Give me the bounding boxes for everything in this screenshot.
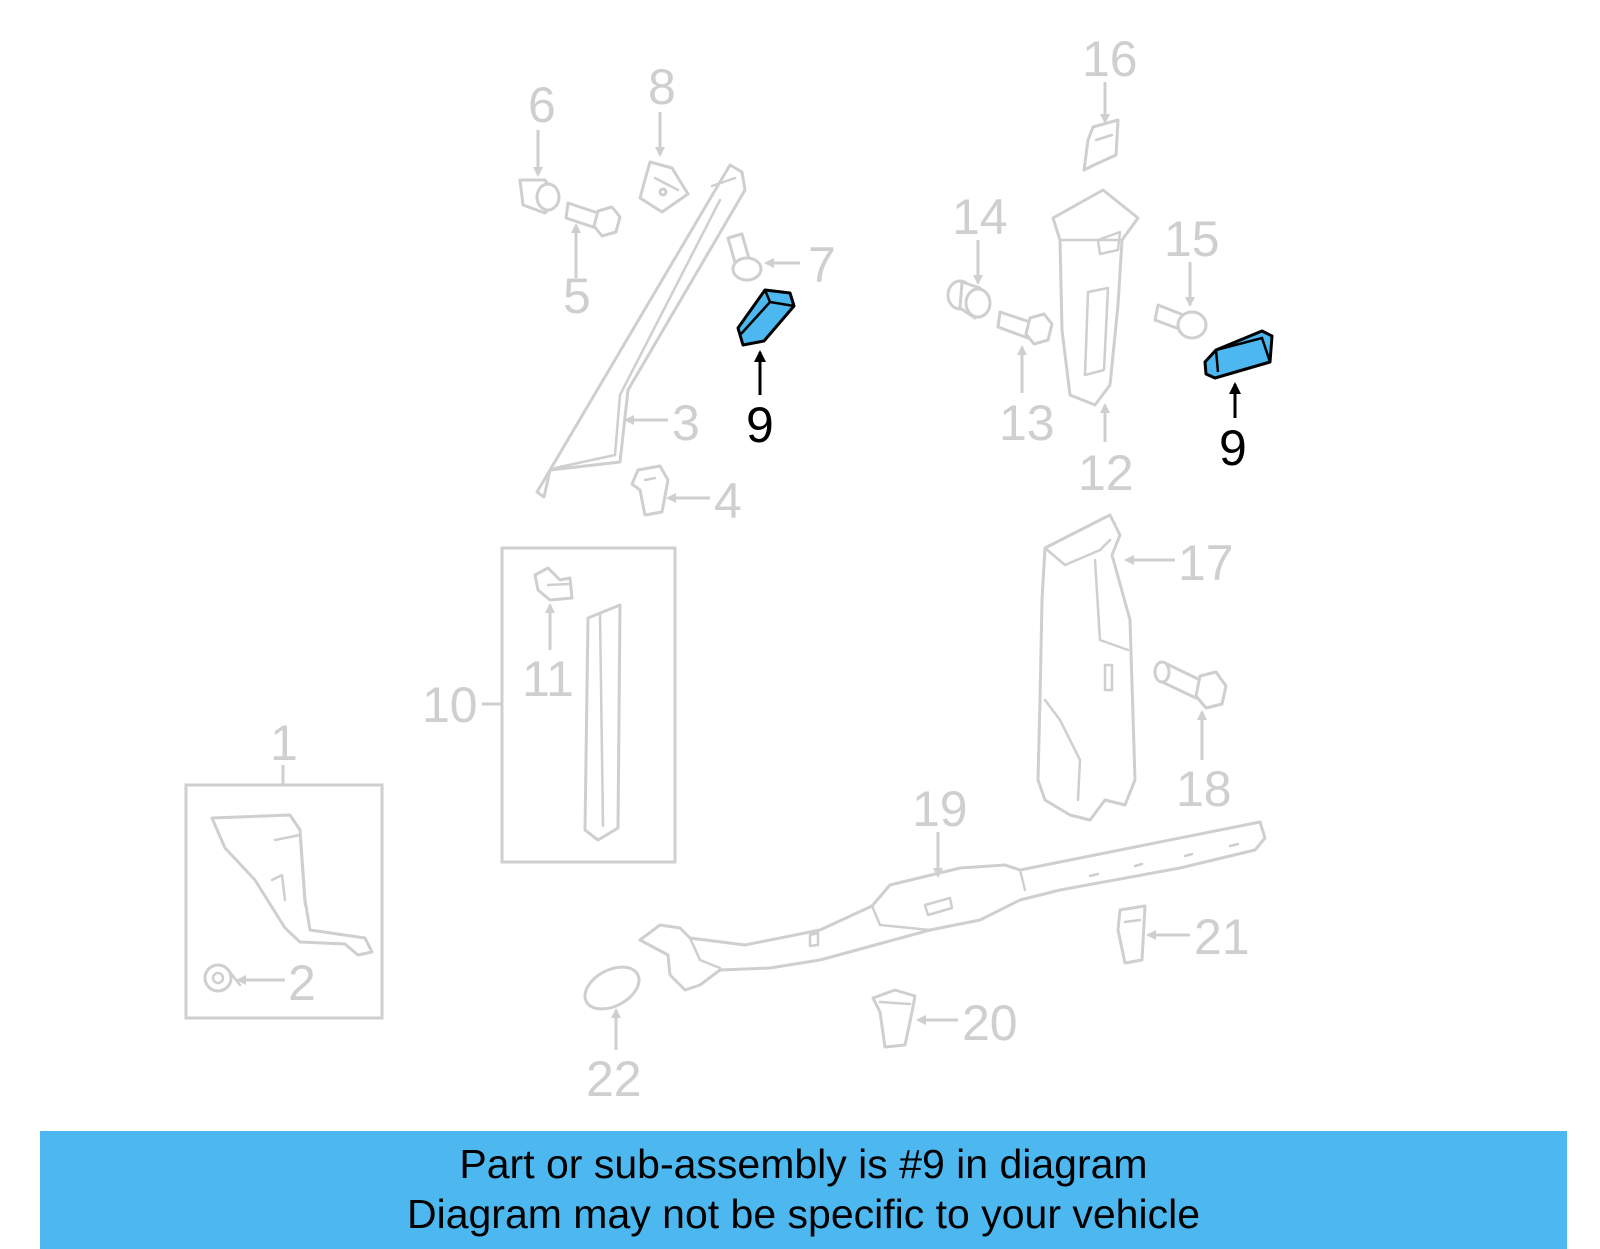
callout-4: 4	[714, 473, 742, 529]
callout-16: 16	[1082, 31, 1138, 87]
screw-part-7	[726, 232, 763, 282]
plug-part-22	[583, 965, 641, 1011]
banner-line-disclaimer: Diagram may not be specific to your vehi…	[406, 1191, 1200, 1237]
callout-9-left: 9	[746, 397, 774, 453]
callout-6: 6	[528, 77, 556, 133]
clip-part-11	[533, 566, 574, 602]
clip-part-4	[630, 464, 670, 517]
bolt-part-15	[1153, 303, 1208, 340]
bracket-part-8	[638, 160, 690, 214]
callout-19: 19	[912, 781, 968, 837]
callout-labels: 6 8 5 7 3 4 9 16 14 15 13 12 9 17 10 11 …	[270, 31, 1250, 1107]
parts-diagram: 6 8 5 7 3 4 9 16 14 15 13 12 9 17 10 11 …	[184, 31, 1274, 1107]
sill-plate-part-19	[638, 820, 1267, 992]
callout-8: 8	[648, 59, 676, 115]
a-pillar-trim-part	[535, 163, 747, 499]
bolt-part-13	[996, 310, 1054, 346]
callout-5: 5	[563, 268, 591, 324]
callout-1: 1	[270, 715, 298, 771]
callout-22: 22	[586, 1051, 642, 1107]
bolt-part-18	[1153, 660, 1228, 710]
kick-panel-part-1	[210, 813, 374, 957]
callout-9-right: 9	[1219, 420, 1247, 476]
banner-line-part-number: Part or sub-assembly is #9 in diagram	[459, 1141, 1148, 1187]
highlighted-part-9-left	[736, 288, 796, 347]
callout-21: 21	[1194, 909, 1250, 965]
callout-2: 2	[288, 955, 316, 1011]
bolt-part-5	[564, 201, 622, 238]
b-pillar-lower-part	[1036, 513, 1137, 822]
callout-12: 12	[1078, 445, 1134, 501]
callout-20: 20	[962, 995, 1018, 1051]
clip-part-20	[871, 988, 917, 1049]
callout-10: 10	[422, 677, 478, 733]
callout-14: 14	[952, 189, 1008, 245]
callout-15: 15	[1164, 211, 1220, 267]
callout-3: 3	[672, 395, 700, 451]
clip-part-16	[1082, 118, 1120, 172]
leader-lines	[236, 82, 1207, 1050]
clip-part-6	[518, 178, 561, 215]
clip-part-14	[946, 279, 992, 320]
highlighted-part-9-right	[1203, 329, 1274, 380]
callout-11: 11	[522, 651, 574, 707]
info-banner: Part or sub-assembly is #9 in diagram Di…	[40, 1131, 1567, 1249]
callout-18: 18	[1176, 761, 1232, 817]
trim-strip-part-10	[583, 603, 622, 842]
callout-7: 7	[808, 237, 836, 293]
clip-part-21	[1116, 904, 1147, 965]
b-pillar-upper-part	[1051, 188, 1140, 407]
clip-part-2	[203, 963, 242, 993]
callout-17: 17	[1178, 535, 1234, 591]
callout-13: 13	[999, 395, 1055, 451]
